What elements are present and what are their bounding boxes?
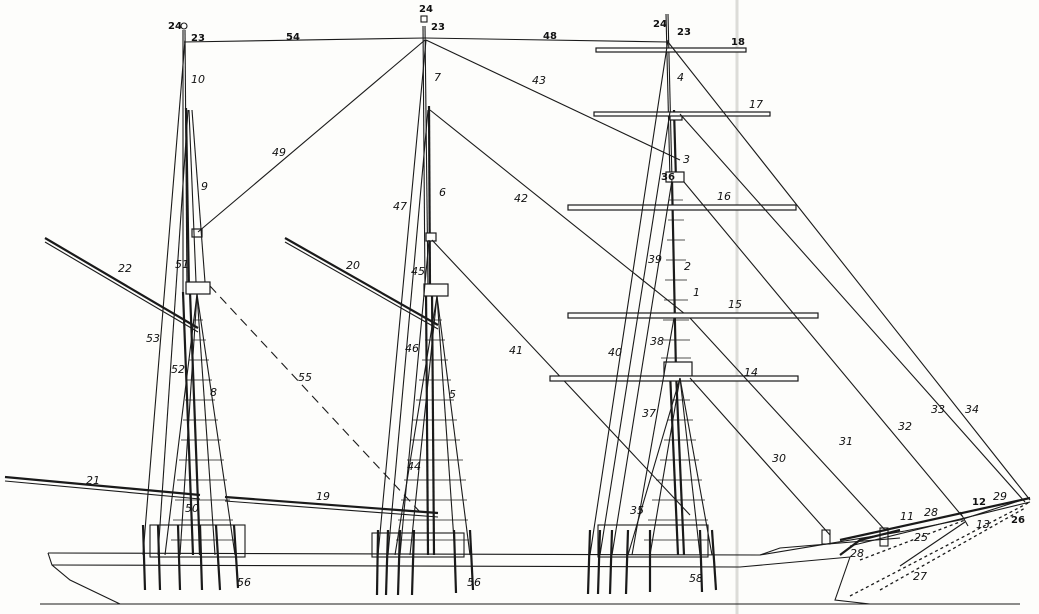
label-25: 25 (914, 531, 928, 544)
label-30: 30 (772, 452, 786, 465)
label-35: 35 (630, 504, 644, 517)
label-52: 52 (171, 363, 185, 376)
label-19: 19 (316, 490, 330, 503)
bitt (821, 529, 831, 545)
label-26: 26 (1011, 515, 1025, 526)
label-24-square: 24 (653, 19, 667, 30)
label-17: 17 (749, 98, 763, 111)
stay-42 (429, 109, 691, 319)
main-deckhouse (371, 532, 465, 558)
square-rigged-mast (549, 13, 1031, 595)
bobstay-chain (849, 501, 1031, 597)
label-31: 31 (839, 435, 853, 448)
stay-49 (197, 39, 426, 233)
label-15: 15 (728, 298, 742, 311)
stay-43 (425, 39, 681, 161)
label-3: 3 (683, 153, 690, 166)
foremast (4, 22, 240, 591)
label-7: 7 (434, 71, 441, 84)
label-56-main: 56 (467, 576, 481, 589)
label-2: 2 (684, 260, 691, 273)
label-40: 40 (608, 346, 622, 359)
label-36: 36 (661, 172, 675, 183)
label-47: 47 (393, 200, 407, 213)
label-8: 8 (210, 386, 217, 399)
label-28-deck: 28 (850, 547, 864, 560)
label-38: 38 (650, 335, 664, 348)
label-6: 6 (439, 186, 446, 199)
bowsprit (839, 496, 1031, 597)
label-1: 1 (693, 286, 700, 299)
label-43: 43 (532, 74, 546, 87)
label-27: 27 (913, 570, 927, 583)
label-56-fore: 56 (237, 576, 251, 589)
label-14: 14 (744, 366, 758, 379)
label-21: 21 (86, 474, 100, 487)
label-46: 46 (405, 342, 419, 355)
label-24-main: 24 (419, 4, 433, 15)
label-45: 45 (411, 265, 425, 278)
yard-18 (595, 47, 747, 53)
label-12: 12 (972, 497, 986, 508)
label-29: 29 (993, 490, 1007, 503)
stay-54 (183, 37, 426, 43)
label-49: 49 (272, 146, 286, 159)
label-41: 41 (509, 344, 523, 357)
fore-deckhouse (149, 524, 246, 558)
label-48: 48 (543, 31, 557, 42)
label-18: 18 (731, 37, 745, 48)
bobstay-chain (859, 519, 966, 561)
bobstay-chain (879, 507, 1026, 591)
label-5: 5 (449, 388, 456, 401)
label-37: 37 (642, 407, 656, 420)
label-58: 58 (689, 572, 703, 585)
label-42: 42 (514, 192, 528, 205)
label-23-square: 23 (677, 27, 691, 38)
aft-deckhouse (597, 524, 709, 558)
label-23-fore: 23 (191, 33, 205, 44)
label-20: 20 (346, 259, 360, 272)
label-28-bowsprit: 28 (924, 506, 938, 519)
mainmast (224, 15, 475, 596)
label-16: 16 (717, 190, 731, 203)
yard-14 (549, 375, 799, 382)
part-number-labels: 21 22 53 52 51 50 56 8 9 10 23 24 54 49 … (86, 4, 1025, 589)
stay-55 (209, 285, 421, 513)
stay-48 (424, 37, 669, 43)
label-34: 34 (965, 403, 979, 416)
label-13: 13 (976, 518, 990, 531)
label-23-main: 23 (431, 22, 445, 33)
yard-16 (567, 204, 797, 211)
yard-15 (567, 312, 819, 319)
label-53: 53 (146, 332, 160, 345)
hull (47, 497, 1029, 605)
label-33: 33 (931, 403, 945, 416)
label-51: 51 (175, 258, 189, 271)
yard-17 (593, 111, 771, 117)
label-4: 4 (677, 71, 684, 84)
label-54: 54 (286, 32, 300, 43)
label-10: 10 (191, 73, 205, 86)
label-50: 50 (185, 502, 199, 515)
label-24-fore: 24 (168, 21, 182, 32)
label-9: 9 (201, 180, 208, 193)
label-55: 55 (298, 371, 312, 384)
label-11: 11 (900, 510, 914, 523)
label-39: 39 (648, 253, 662, 266)
label-44: 44 (407, 460, 421, 473)
label-32: 32 (898, 420, 912, 433)
label-22: 22 (118, 262, 132, 275)
